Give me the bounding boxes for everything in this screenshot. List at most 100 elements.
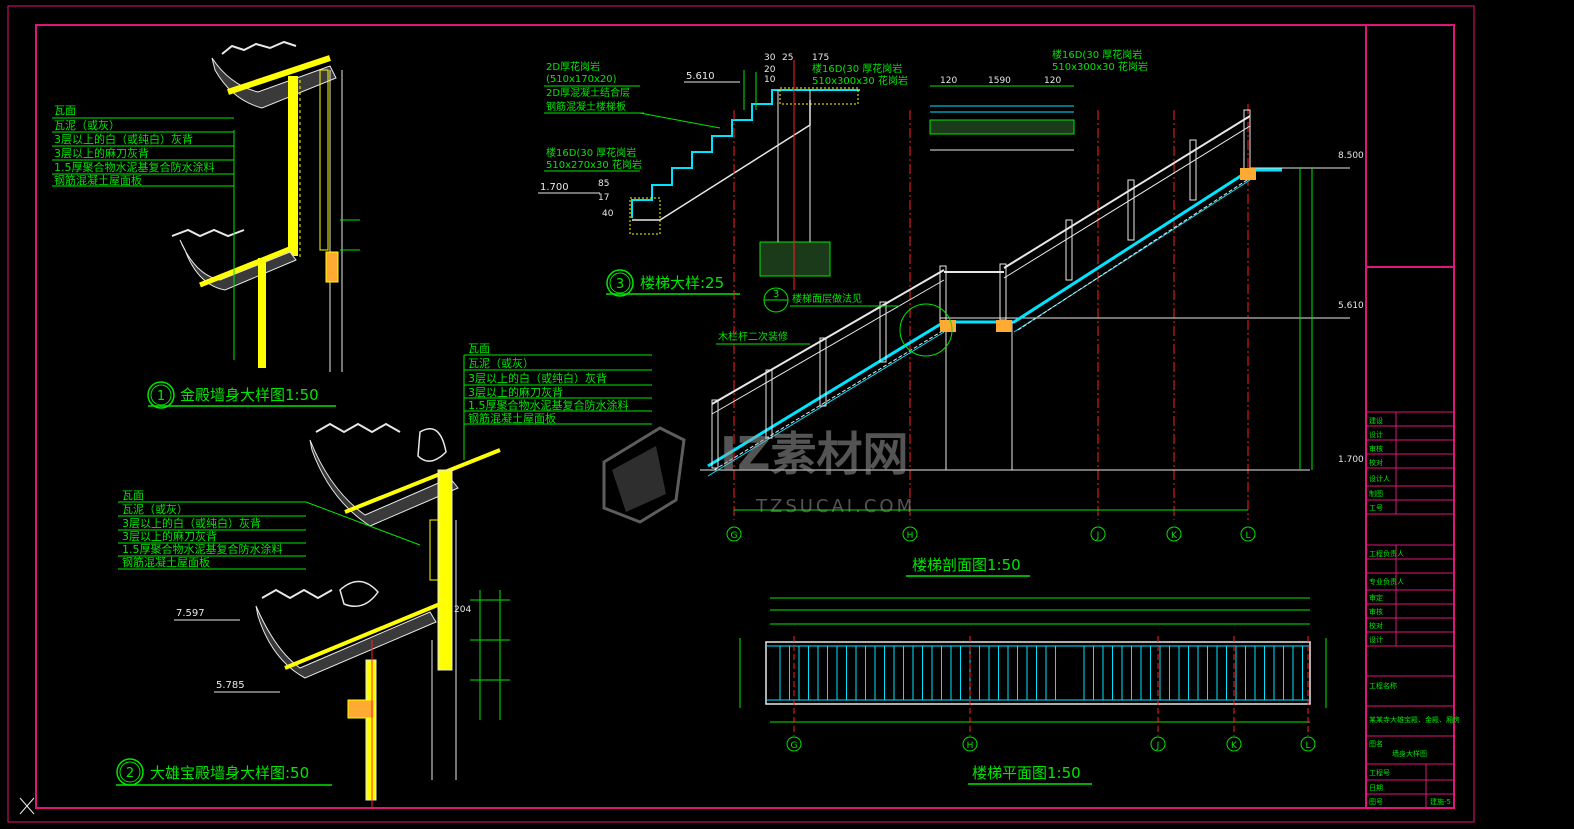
- legend2b-line-6: 钢筋混凝土屋面板: [122, 555, 210, 569]
- tb-bottom-1: 工程号: [1369, 768, 1390, 777]
- plan-axis-g: G: [791, 741, 798, 751]
- d3-dim-10: 10: [764, 75, 776, 85]
- legend2b-line-5: 1.5厚聚合物水泥基复合防水涂料: [122, 542, 283, 556]
- inner-frame: [35, 24, 1455, 809]
- section-elev-5610: 5.610: [1338, 301, 1364, 311]
- tb-bottom-2: 日期: [1369, 784, 1383, 792]
- tb2-row-2: 专业负责人: [1369, 577, 1404, 586]
- detail-1-wall-section: 瓦面 瓦泥（或灰） 3层以上的白（或纯白）灰背 3层以上的麻刀灰背 1.5厚聚合…: [52, 40, 360, 409]
- d3-note-6: 510x270x30 花岗岩: [546, 158, 642, 171]
- tb-row-6: 制图: [1369, 489, 1383, 498]
- elev-5785: 5.785: [216, 680, 245, 691]
- legend2b-line-3: 3层以上的白（或纯白）灰背: [122, 516, 261, 530]
- section-axis-h: H: [907, 531, 914, 541]
- d3-note-3: 2D厚混凝土结合层: [546, 86, 630, 99]
- elev-7597: 7.597: [176, 608, 205, 619]
- tb-row-2: 设计: [1369, 430, 1383, 439]
- section-axis-l: L: [1245, 531, 1250, 541]
- detail3-number: 3: [616, 277, 624, 292]
- d3-dim-85: 85: [598, 179, 609, 189]
- d3-note-2: (510x170x20): [546, 74, 617, 85]
- d3-elev-1700: 1.700: [540, 182, 569, 193]
- section-axis-g: G: [731, 531, 738, 541]
- d3-dim-17: 17: [598, 193, 609, 203]
- section-axis-k: K: [1171, 531, 1178, 541]
- legend2a-line-6: 钢筋混凝土屋面板: [468, 411, 556, 425]
- section-title: 楼梯剖面图1:50: [912, 556, 1021, 574]
- legend2a-line-1: 瓦面: [468, 342, 490, 355]
- d3-dim-120a: 120: [940, 76, 957, 86]
- tb-drawing-name: 墙身大样图: [1392, 749, 1427, 758]
- section-rail-note: 木栏杆二次装修: [718, 330, 788, 343]
- detail2-number: 2: [126, 766, 134, 781]
- d3-dim-40: 40: [602, 209, 614, 219]
- legend2b-line-4: 3层以上的麻刀灰背: [122, 529, 217, 543]
- plan-title: 楼梯平面图1:50: [972, 764, 1081, 782]
- stair-plan-drawing: G H J K L 楼梯平面图1:50: [739, 597, 1327, 785]
- legend1-line-5: 1.5厚聚合物水泥基复合防水涂料: [54, 160, 215, 174]
- ucs-icon: [19, 797, 35, 815]
- section-elev-1700: 1.700: [1338, 455, 1364, 465]
- tb-row-1: 建设: [1369, 416, 1383, 425]
- tb-row-5: 设计人: [1369, 474, 1390, 483]
- legend1-line-4: 3层以上的麻刀灰背: [54, 146, 149, 160]
- tb2-row-5: 校对: [1369, 621, 1383, 630]
- d3-right-note-1: 楼16D(30 厚花岗岩: [1052, 48, 1142, 61]
- plan-axis-k: K: [1231, 741, 1238, 751]
- watermark: IZ素材网 TZSUCAI.COM: [602, 426, 915, 524]
- plan-axis-h: H: [967, 741, 974, 751]
- detail-2-wall-section: 204 瓦面 瓦泥（或灰） 3层以上的白（或纯白）灰背 3层以上的麻刀灰背 1.…: [116, 342, 652, 808]
- detail3-title: 楼梯大样:25: [640, 274, 724, 292]
- legend2a-line-3: 3层以上的白（或纯白）灰背: [468, 371, 607, 385]
- tb2-row-3: 审定: [1369, 593, 1383, 602]
- d3-note-4: 钢筋混凝土楼梯板: [546, 100, 626, 113]
- d3-note-1: 2D厚花岗岩: [546, 60, 600, 73]
- dim-204: 204: [454, 605, 471, 615]
- legend1-line-2: 瓦泥（或灰）: [54, 118, 120, 132]
- legend1-line-6: 钢筋混凝土屋面板: [54, 173, 142, 187]
- tb-row-7: 工号: [1369, 504, 1383, 512]
- section-callout-text: 楼梯面层做法见: [792, 292, 862, 305]
- title-block: 建设 设计 审核 校对 设计人 制图 工号 工程负责人 专业负责人 审定 审核 …: [1366, 411, 1460, 808]
- stair-section-drawing: 3 楼梯面层做法见 木栏杆二次装修 8.500 5.610 1.700 G H …: [700, 104, 1364, 577]
- plan-axis-l: L: [1305, 741, 1310, 751]
- tb-project-name: 某某寺大雄宝殿、金殿、厢房: [1369, 715, 1460, 724]
- detail2-title: 大雄宝殿墙身大样图:50: [150, 764, 309, 782]
- watermark-brand: IZ素材网: [720, 427, 908, 481]
- d3-dim-175: 175: [812, 53, 829, 63]
- detail-3-stair-detail: 2D厚花岗岩 (510x170x20) 2D厚混凝土结合层 钢筋混凝土楼梯板 楼…: [538, 48, 1148, 297]
- outer-frame: [7, 5, 1475, 823]
- d3-top-note-2: 510x300x30 花岗岩: [812, 74, 908, 87]
- d3-dim-120b: 120: [1044, 76, 1061, 86]
- detail1-title: 金殿墙身大样图1:50: [180, 386, 319, 404]
- d3-dim-30: 30: [764, 53, 776, 63]
- detail1-number: 1: [157, 389, 165, 404]
- tb2-row-4: 审核: [1369, 607, 1383, 616]
- tb-bottom-3: 图号: [1369, 798, 1383, 806]
- d3-note-5: 楼16D(30 厚花岗岩: [546, 146, 636, 159]
- legend2a-line-5: 1.5厚聚合物水泥基复合防水涂料: [468, 398, 629, 412]
- legend1-line-3: 3层以上的白（或纯白）灰背: [54, 132, 193, 146]
- legend2b-line-2: 瓦泥（或灰）: [122, 502, 188, 516]
- tb2-row-6: 设计: [1369, 635, 1383, 644]
- d3-dim-20: 20: [764, 65, 776, 75]
- section-axis-j: J: [1096, 531, 1100, 541]
- tb-row-4: 校对: [1369, 458, 1383, 467]
- tb-sheet-no: 建施-5: [1430, 797, 1451, 806]
- legend2b-line-1: 瓦面: [122, 489, 144, 502]
- legend2a-line-4: 3层以上的麻刀灰背: [468, 385, 563, 399]
- d3-top-note-1: 楼16D(30 厚花岗岩: [812, 62, 902, 75]
- legend1-line-1: 瓦面: [54, 104, 76, 117]
- section-callout-number: 3: [773, 289, 779, 300]
- plan-axis-j: J: [1156, 741, 1160, 751]
- d3-dim-25: 25: [782, 53, 793, 63]
- tb-row-3: 审核: [1369, 444, 1383, 453]
- tb-drawing-label: 图名: [1369, 739, 1383, 748]
- d3-right-note-2: 510x300x30 花岗岩: [1052, 60, 1148, 73]
- tb2-row-1: 工程负责人: [1369, 549, 1404, 558]
- legend2a-line-2: 瓦泥（或灰）: [468, 356, 534, 370]
- section-elev-8500: 8.500: [1338, 151, 1364, 161]
- d3-elev-5610: 5.610: [686, 71, 715, 82]
- watermark-url: TZSUCAI.COM: [755, 496, 915, 517]
